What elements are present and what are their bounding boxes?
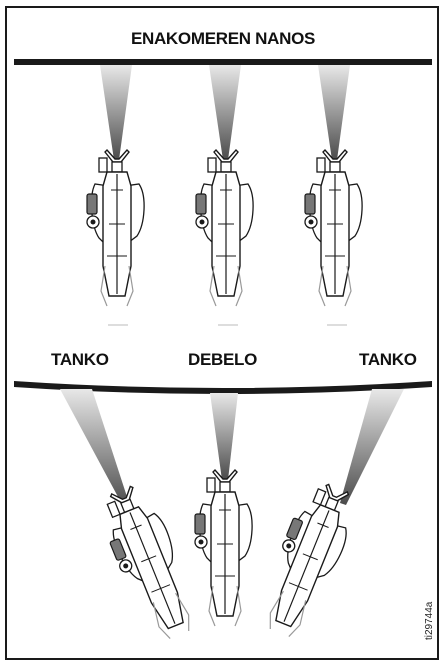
label-thin-right: TANKO	[359, 350, 417, 369]
spray-cone-left	[60, 389, 130, 508]
label-thick-center: DEBELO	[188, 350, 258, 369]
spray-cone-1	[100, 65, 132, 160]
spray-cone-right	[340, 389, 404, 505]
spray-cone-3	[318, 65, 350, 160]
sprayer-figure-center	[194, 469, 253, 627]
figure-id: ti29744a	[424, 601, 435, 640]
spray-cone-center	[210, 393, 238, 480]
sprayer-figure-2	[195, 149, 254, 307]
section-title: ENAKOMEREN NANOS	[130, 29, 316, 48]
sprayer-figure-left	[92, 479, 206, 647]
spray-cone-2	[209, 65, 241, 160]
top-rule	[14, 59, 432, 65]
bottom-rule	[14, 381, 432, 394]
sprayer-figure-3	[304, 149, 363, 307]
label-thin-left: TANKO	[51, 350, 109, 369]
sprayer-figure-1	[86, 149, 145, 307]
